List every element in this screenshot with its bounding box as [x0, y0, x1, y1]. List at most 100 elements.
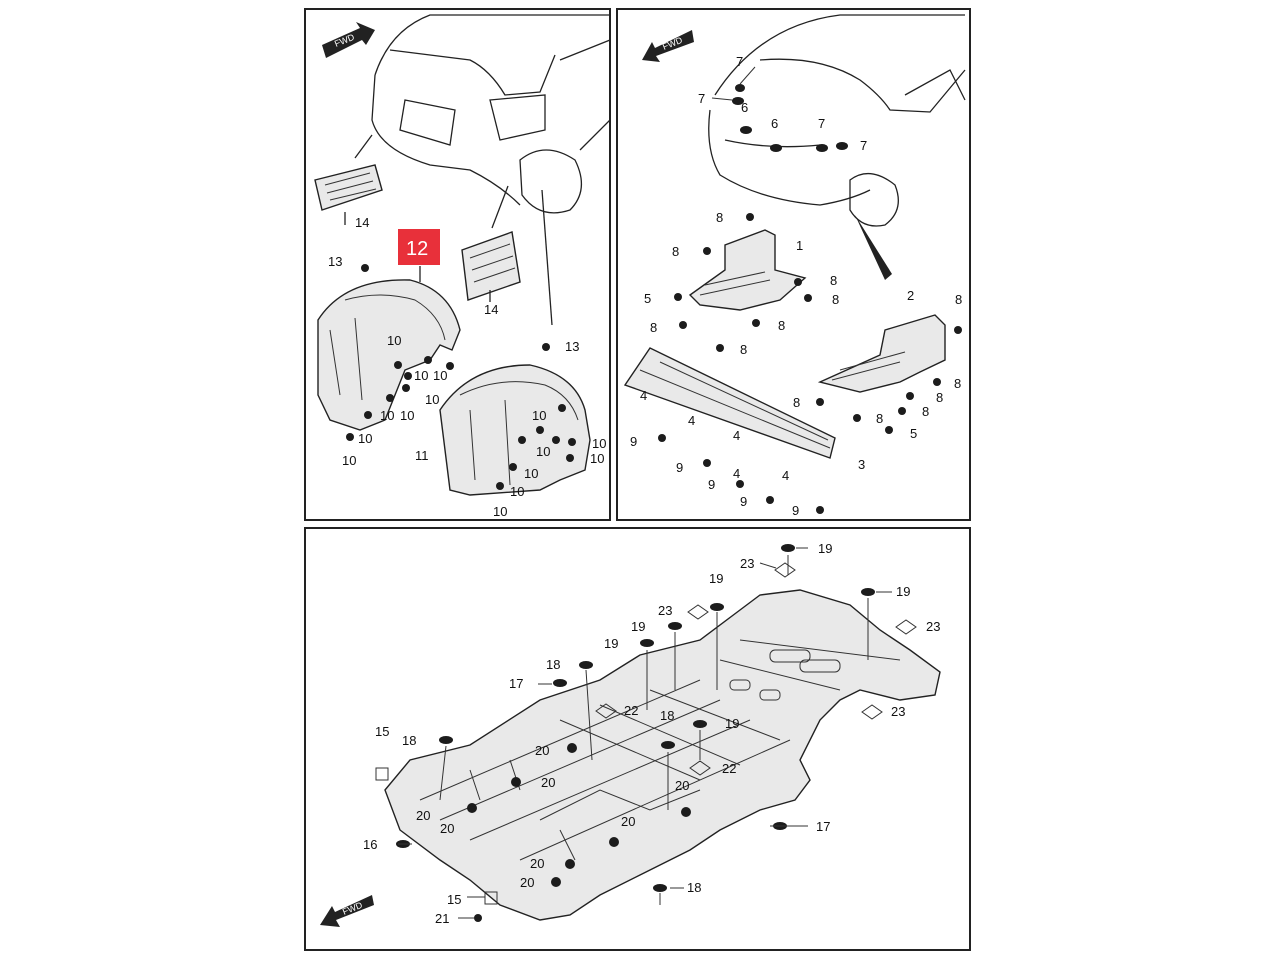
- label-18: 18: [660, 708, 674, 723]
- label-8: 8: [936, 390, 943, 405]
- label-16: 16: [363, 837, 377, 852]
- label-20: 20: [520, 875, 534, 890]
- fasteners-panel-1: [346, 264, 576, 490]
- label-17: 17: [816, 819, 830, 834]
- label-20: 20: [530, 856, 544, 871]
- label-10: 10: [532, 408, 546, 423]
- label-10: 10: [433, 368, 447, 383]
- label-6: 6: [771, 116, 778, 131]
- labels-panel-2: 7 7 6 6 7 7 8 1 8 8 5 8 8 8 8 2 8 4 8 8 …: [630, 54, 962, 518]
- label-8: 8: [716, 210, 723, 225]
- duct-part-14-right: [461, 185, 521, 302]
- leader-line: [541, 189, 553, 326]
- label-20: 20: [541, 775, 555, 790]
- label-8: 8: [922, 404, 929, 419]
- label-23: 23: [658, 603, 672, 618]
- label-8: 8: [876, 411, 883, 426]
- label-10: 10: [380, 408, 394, 423]
- label-18: 18: [687, 880, 701, 895]
- label-9: 9: [740, 494, 747, 509]
- label-19: 19: [818, 541, 832, 556]
- label-6: 6: [741, 100, 748, 115]
- label-10: 10: [524, 466, 538, 481]
- label-20: 20: [416, 808, 430, 823]
- label-14: 14: [355, 215, 369, 230]
- highlight-badge-12: 12: [398, 229, 440, 282]
- label-4: 4: [782, 468, 789, 483]
- label-10: 10: [590, 451, 604, 466]
- label-14: 14: [484, 302, 498, 317]
- label-19: 19: [604, 636, 618, 651]
- label-8: 8: [778, 318, 785, 333]
- label-9: 9: [676, 460, 683, 475]
- label-8: 8: [740, 342, 747, 357]
- svg-text:12: 12: [406, 238, 428, 260]
- label-23: 23: [740, 556, 754, 571]
- fasteners-panel-2: [658, 84, 962, 514]
- leader-lines: [398, 66, 892, 919]
- label-8: 8: [793, 395, 800, 410]
- label-21: 21: [435, 911, 449, 926]
- label-10: 10: [414, 368, 428, 383]
- label-10: 10: [592, 436, 606, 451]
- label-8: 8: [955, 292, 962, 307]
- label-22: 22: [624, 703, 638, 718]
- label-10: 10: [510, 484, 524, 499]
- fwd-arrow-icon: FWD: [642, 30, 694, 62]
- label-10: 10: [493, 504, 507, 519]
- label-20: 20: [675, 778, 689, 793]
- label-7: 7: [860, 138, 867, 153]
- label-10: 10: [342, 453, 356, 468]
- label-8: 8: [830, 273, 837, 288]
- undercover-part-3: [623, 347, 836, 459]
- label-22: 22: [722, 761, 736, 776]
- label-15: 15: [447, 892, 461, 907]
- duct-part-14-left: [314, 134, 383, 225]
- svg-text:FWD: FWD: [341, 900, 364, 917]
- label-23: 23: [891, 704, 905, 719]
- label-7: 7: [736, 54, 743, 69]
- label-4: 4: [733, 428, 740, 443]
- label-15: 15: [375, 724, 389, 739]
- label-4: 4: [733, 466, 740, 481]
- label-20: 20: [535, 743, 549, 758]
- floor-pan-illustration: [384, 589, 941, 921]
- label-13: 13: [328, 254, 342, 269]
- label-8: 8: [650, 320, 657, 335]
- label-18: 18: [402, 733, 416, 748]
- label-9: 9: [630, 434, 637, 449]
- panel-engine-undercover: [616, 8, 971, 521]
- panel-floor-plugs: [304, 527, 971, 951]
- wheel-liner-12: [317, 279, 461, 431]
- label-19: 19: [709, 571, 723, 586]
- label-17: 17: [509, 676, 523, 691]
- undercover-part-2: [817, 314, 946, 393]
- labels-panel-1: 14 14 13 13 11 10 10 10 10 10 10 10 10 1…: [328, 215, 606, 519]
- label-19: 19: [725, 716, 739, 731]
- label-8: 8: [672, 244, 679, 259]
- label-4: 4: [688, 413, 695, 428]
- labels-panel-3: 19 23 19 19 23 23 19 19 18 17 22 18 19 1…: [363, 541, 940, 926]
- label-1: 1: [796, 238, 803, 253]
- label-5: 5: [910, 426, 917, 441]
- undercover-part-1: [688, 229, 807, 311]
- label-8: 8: [832, 292, 839, 307]
- label-10: 10: [387, 333, 401, 348]
- label-10: 10: [425, 392, 439, 407]
- label-10: 10: [358, 431, 372, 446]
- label-10: 10: [536, 444, 550, 459]
- fwd-arrow-icon: FWD: [322, 22, 375, 58]
- label-9: 9: [708, 477, 715, 492]
- label-7: 7: [698, 91, 705, 106]
- label-7: 7: [818, 116, 825, 131]
- panel-wheel-liners: [304, 8, 611, 521]
- fasteners-panel-3: [375, 544, 917, 922]
- label-2: 2: [907, 288, 914, 303]
- label-20: 20: [440, 821, 454, 836]
- label-3: 3: [858, 457, 865, 472]
- label-11: 11: [415, 448, 429, 463]
- label-8: 8: [954, 376, 961, 391]
- label-18: 18: [546, 657, 560, 672]
